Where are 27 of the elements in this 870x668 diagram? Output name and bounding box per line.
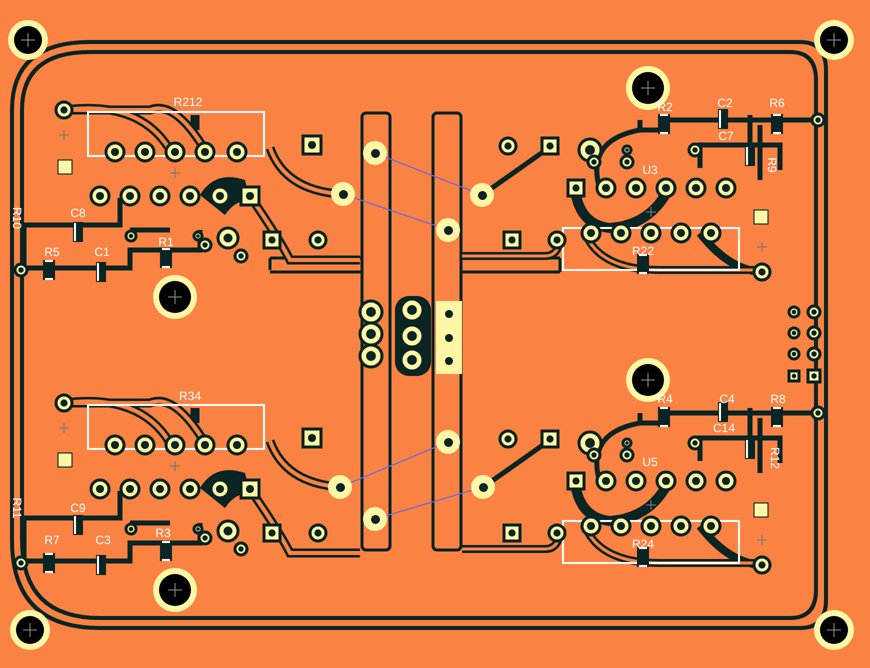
component-label: C4 [719, 393, 735, 405]
ratsnest-line [386, 490, 472, 516]
ratsnest-line [350, 446, 438, 483]
component-label: C14 [713, 422, 735, 434]
component-label: R5 [44, 246, 60, 258]
component-label: R10 [11, 207, 23, 229]
component-label: R212 [174, 96, 202, 108]
component-label: R8 [770, 393, 786, 405]
component-label: R1 [158, 236, 174, 248]
component-label: C7 [718, 130, 734, 142]
component-label: R2 [657, 101, 673, 113]
component-label: C2 [717, 97, 733, 109]
component-label: U3 [642, 164, 658, 176]
component-label: R9 [766, 157, 778, 173]
component-label: C8 [70, 207, 86, 219]
component-label: R3 [155, 527, 171, 539]
component-label: R7 [44, 534, 60, 546]
component-label: C3 [95, 534, 111, 546]
component-label: R12 [769, 447, 781, 469]
component-label: C1 [94, 246, 110, 258]
component-label: C9 [70, 502, 86, 514]
component-label: R6 [769, 97, 785, 109]
component-label: R4 [657, 393, 673, 405]
component-label: R11 [11, 497, 23, 519]
component-label: R34 [179, 390, 201, 402]
ratsnest-line [386, 156, 472, 192]
component-label: U5 [642, 456, 658, 468]
